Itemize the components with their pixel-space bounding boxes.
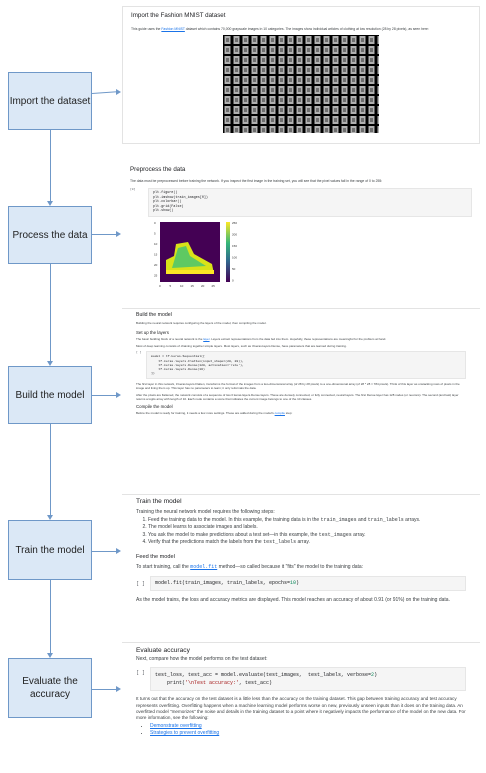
y-tick-label: 10 [154,242,158,246]
arrow-train [116,548,121,554]
connector-2-3 [50,264,51,361]
code-cell[interactable]: plt.figure() plt.imshow(train_images[0])… [148,188,472,217]
cell-number: [ ] [136,670,146,677]
eval-para: It turns out that the accuracy on the te… [136,696,466,721]
feed-title: Feed the model [136,554,175,561]
build-para-4: After the pixels are flattened, the netw… [136,392,459,401]
panel-text: The data must be preprocessed before tra… [130,179,383,183]
step-label: Build the model [15,389,85,401]
fashion-mnist-sprite-image [223,35,379,133]
fashion-mnist-link[interactable]: Fashion MNIST [161,27,185,31]
prevent-overfitting-link[interactable]: Strategies to prevent overfitting [150,730,220,737]
y-tick-label: 0 [154,221,156,225]
train-outro: As the model trains, the loss and accura… [136,597,450,604]
code-cell[interactable]: test_loss, test_acc = model.evaluate(tes… [150,667,466,692]
evaluate-panel: Evaluate accuracy Next, compare how the … [122,642,480,770]
ankle-boot-plot: 250 200 150 100 50 0 0 5 10 15 20 25 0 5 10 15 20 25 [154,221,237,288]
eval-link-item: Strategies to prevent overfitting [150,730,466,737]
code-cell[interactable]: model.fit(train_images, train_labels, ep… [150,576,466,592]
compile-link[interactable]: compile [274,411,285,416]
demonstrate-overfitting-link[interactable]: Demonstrate overfitting [150,722,202,729]
y-tick-label: 15 [154,252,158,256]
compile-title: Compile the model [136,404,173,410]
arrowhead-2-3 [47,361,53,366]
eval-link-item: Demonstrate overfitting [150,723,466,730]
link-build [92,395,117,396]
arrow-build [116,392,121,398]
x-tick-label: 0 [159,284,161,288]
x-tick-label: 10 [180,284,184,288]
build-panel: Build the model Building the neural netw… [122,308,480,482]
colorbar-tick-label: 150 [232,244,237,248]
step-label: Train the model [15,544,85,556]
link-evaluate [92,689,117,690]
arrowhead-3-4 [47,515,53,520]
build-para-3: The first layer in this network, tf.kera… [136,381,460,391]
arrowhead-1-2 [47,201,53,206]
cell-number: [0] [130,188,136,191]
model-fit-link[interactable]: model.fit [190,564,218,571]
connector-3-4 [50,424,51,515]
link-import [91,91,117,94]
arrowhead-4-5 [47,653,53,658]
train-step: The model learns to associate images and… [148,524,466,531]
step-process-data: Process the data [8,206,92,264]
train-step: Feed the training data to the model. In … [148,517,466,524]
colorbar-tick-label: 250 [232,221,237,225]
step-import-dataset: Import the dataset [8,72,92,130]
panel-title: Build the model [136,312,172,318]
build-intro: Building the neural network requires con… [136,321,267,325]
train-step: You ask the model to make predictions ab… [148,532,466,539]
step-label: Process the data [12,229,88,241]
link-train [92,551,117,552]
panel-title: Import the Fashion MNIST dataset [131,12,226,19]
eval-intro: Next, compare how the model performs on … [136,656,268,662]
colorbar-tick-label: 50 [232,267,236,271]
setup-para-2: Most of deep learning consists of chaini… [136,343,347,348]
panel-title: Train the model [136,498,182,505]
panel-title: Preprocess the data [130,166,186,173]
connector-1-2 [50,130,51,201]
layer-link[interactable]: layer [203,337,210,342]
y-tick-label: 25 [154,273,158,277]
y-tick-label: 20 [154,263,158,267]
arrow-process [116,231,121,237]
x-tick-label: 15 [191,284,195,288]
cell-number: [ ] [136,580,146,587]
step-train-model: Train the model [8,520,92,580]
setup-para-1: The basic building block of a neural net… [136,337,387,342]
cell-number: [ ] [136,351,142,355]
arrow-import [116,89,121,95]
step-label: Import the dataset [9,95,91,107]
feed-text: To start training, call the model.fit me… [136,564,364,571]
colorbar-tick-label: 200 [232,232,237,236]
panel-text: This guide uses the Fashion MNIST datase… [131,27,429,31]
code-cell[interactable]: model = tf.keras.Sequential([ tf.keras.l… [146,351,466,379]
train-step: Verify that the predictions match the la… [148,539,466,546]
step-build-model: Build the model [8,366,92,424]
imshow-output: 250 200 150 100 50 0 0 5 10 15 20 25 0 5 10 15 20 25 [130,220,472,298]
colorbar-tick-label: 100 [232,255,237,259]
import-panel: Import the Fashion MNIST dataset This gu… [122,6,480,144]
y-tick-label: 5 [154,231,156,235]
x-tick-label: 5 [170,284,172,288]
colorbar-tick-label: 0 [232,278,234,282]
compile-text: Before the model is ready for training, … [136,411,293,416]
x-tick-label: 25 [212,284,216,288]
train-intro: Training the neural network model requir… [136,509,275,515]
connector-4-5 [50,580,51,653]
step-label: Evaluate the accuracy [22,676,78,700]
train-panel: Train the model Training the neural netw… [122,494,480,632]
arrow-evaluate [116,686,121,692]
step-evaluate-accuracy: Evaluate the accuracy [8,658,92,718]
link-process [92,234,117,235]
process-panel: Preprocess the data The data must be pre… [122,162,480,308]
x-tick-label: 20 [201,284,205,288]
train-steps-list: Feed the training data to the model. In … [136,517,466,546]
setup-title: Set up the layers [136,330,169,336]
eval-links-list: Demonstrate overfitting Strategies to pr… [136,723,466,737]
panel-title: Evaluate accuracy [136,647,190,654]
